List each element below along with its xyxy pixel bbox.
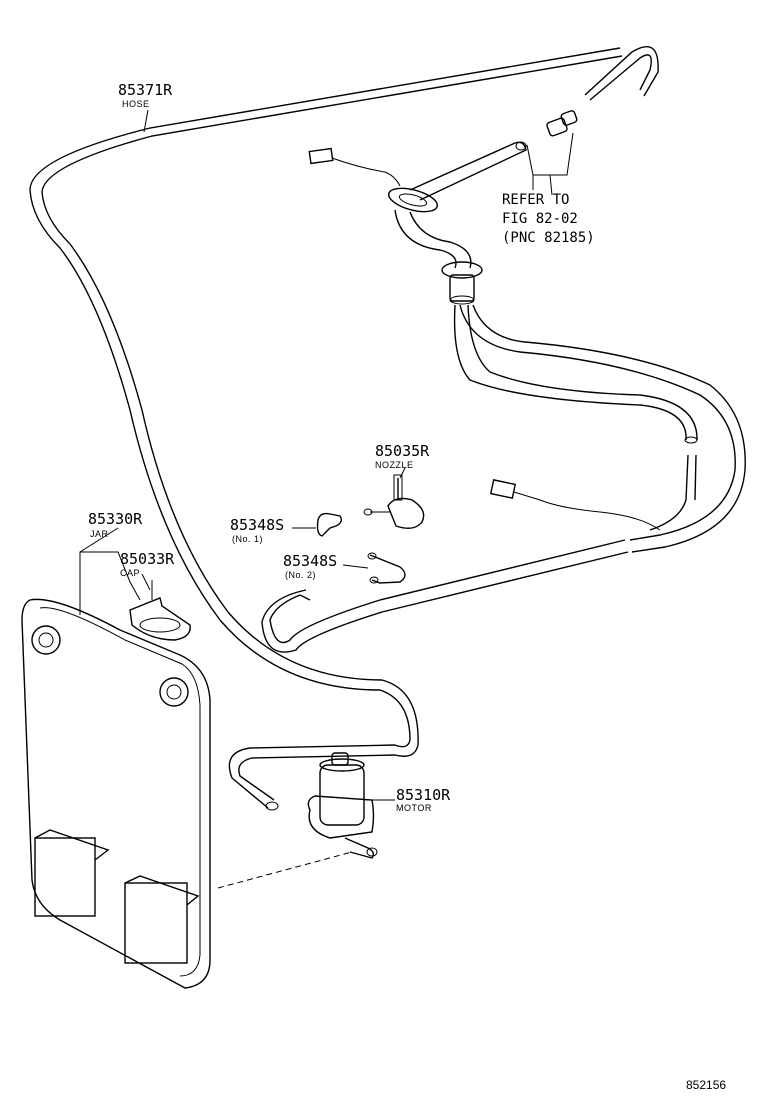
assembly-dashed-line <box>217 851 353 889</box>
figure-id: 852156 <box>686 1078 726 1092</box>
joint-no2-part-number: 85348S <box>283 552 337 570</box>
reference-line-2: FIG 82-02 <box>502 211 578 227</box>
reference-line-3: (PNC 82185) <box>502 230 595 246</box>
cap-part <box>129 580 191 641</box>
jar-part <box>21 598 211 989</box>
cap-part-number: 85033R <box>120 550 175 568</box>
reference-line-1: REFER TO <box>502 192 569 208</box>
joint-no1-part-name: (No. 1) <box>232 534 263 544</box>
joint-no2-part-name: (No. 2) <box>285 570 316 580</box>
leader-lines <box>79 109 406 615</box>
hose-part-number: 85371R <box>118 81 173 99</box>
hose-main <box>29 46 659 811</box>
jar-part-number: 85330R <box>88 510 143 528</box>
joint-no2-part <box>342 552 406 584</box>
jar-part-name: JAR <box>90 529 109 539</box>
motor-part <box>307 752 395 859</box>
nozzle-part-name: NOZZLE <box>375 460 414 470</box>
nozzle-part <box>363 474 425 529</box>
upper-hose-assembly <box>308 141 746 553</box>
hose-part-name: HOSE <box>122 99 150 109</box>
joint-no1-part-number: 85348S <box>230 516 284 534</box>
nozzle-part-number: 85035R <box>375 442 430 460</box>
hose-lower-right <box>261 479 661 653</box>
joint-no1-part <box>292 512 343 537</box>
refer-fittings <box>526 110 578 196</box>
cap-part-name: CAP <box>120 568 140 578</box>
motor-part-number: 85310R <box>396 786 451 804</box>
motor-part-name: MOTOR <box>396 803 432 813</box>
